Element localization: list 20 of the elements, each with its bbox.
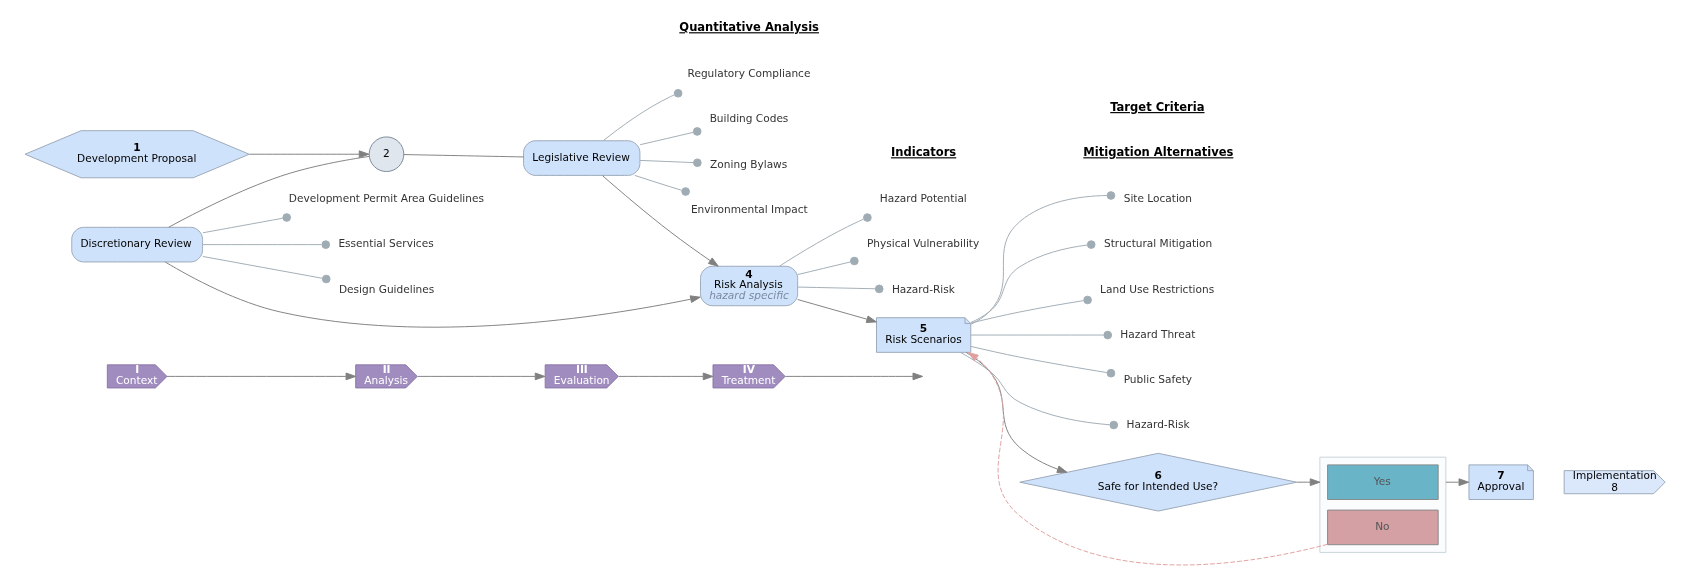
- node-text: Hazard Threat: [1120, 327, 1196, 340]
- node-text: Public Safety: [1123, 372, 1193, 385]
- node-text: Physical Vulnerability: [866, 237, 980, 250]
- node-text: Essential Services: [338, 237, 434, 250]
- node-text: Hazard Potential: [879, 192, 967, 205]
- node-text: Design Guidelines: [338, 282, 435, 295]
- node-text: Hazard-Risk: [1126, 418, 1190, 431]
- node-text: Zoning Bylaws: [710, 157, 788, 170]
- label: Indicators: [890, 145, 957, 160]
- label: Target Criteria: [1110, 100, 1205, 115]
- node-text: Building Codes: [709, 112, 789, 125]
- node-text: Site Location: [1123, 192, 1192, 205]
- node-text: Environmental Impact: [690, 202, 808, 215]
- node-text: Hazard-Risk: [891, 282, 955, 295]
- label: Mitigation Alternatives: [1083, 145, 1234, 160]
- node-text: Land Use Restrictions: [1100, 282, 1215, 295]
- label: Quantitative Analysis: [679, 20, 819, 35]
- node-text: Development Permit Area Guidelines: [288, 192, 484, 205]
- node-text: Regulatory Compliance: [687, 67, 811, 80]
- node-text: Structural Mitigation: [1103, 237, 1213, 250]
